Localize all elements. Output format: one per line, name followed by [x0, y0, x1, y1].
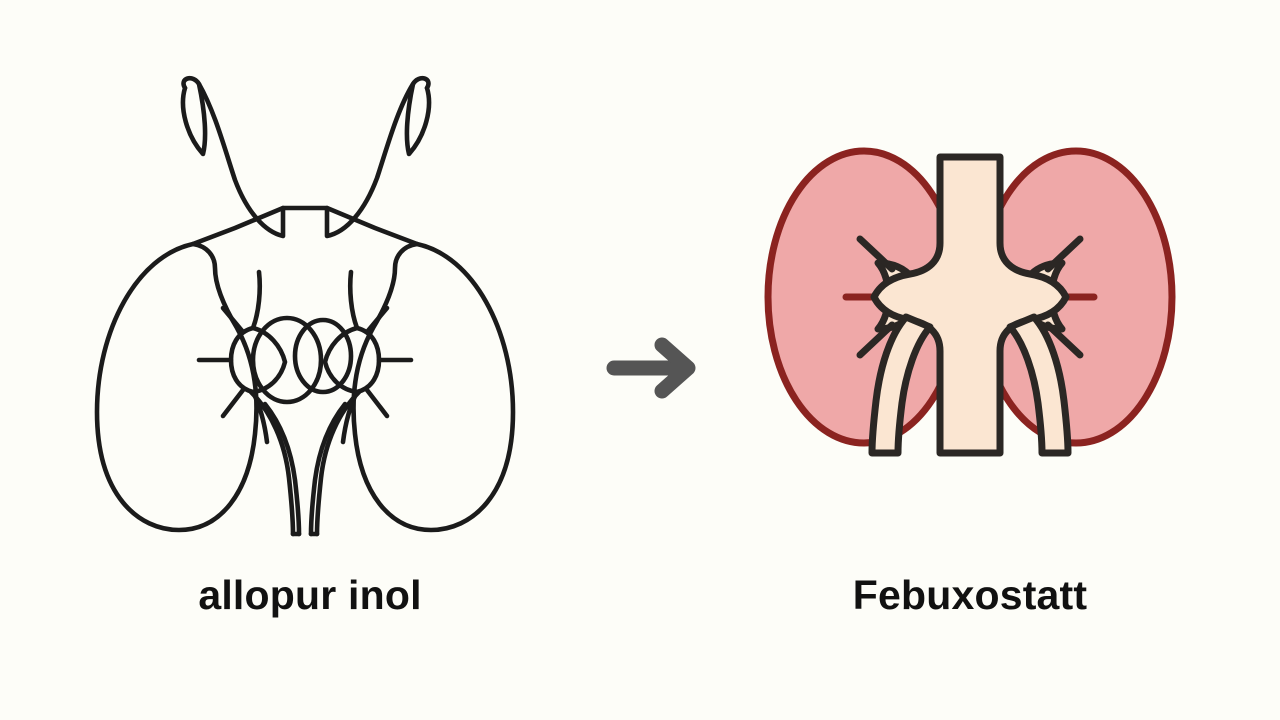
- arrow-head: [654, 337, 696, 399]
- ureter-left-inner: [262, 401, 302, 537]
- hilum-slope-left-lower: [856, 321, 896, 359]
- hilum-slope-right-lower: [1044, 321, 1084, 359]
- panel-febuxostat: Febuxostatt: [700, 0, 1240, 720]
- vena-cava-trunk: [870, 153, 1070, 457]
- transition-arrow: [600, 332, 710, 404]
- hilum-slope-right-upper: [1044, 235, 1084, 273]
- kidney-outline-left: [94, 241, 259, 533]
- ureter-right-outer: [314, 389, 362, 537]
- caption-allopurinol: allopur inol: [198, 572, 422, 618]
- shoulder-left: [190, 205, 286, 247]
- panel-allopurinol: allopur inol: [40, 0, 580, 720]
- kidney-pair-outline-icon: [94, 75, 516, 537]
- kidney-outline-figure: [40, 55, 580, 545]
- ureter-right-inner: [308, 401, 348, 537]
- aorta-ring-left: [250, 315, 324, 405]
- shoulder-right: [324, 205, 420, 247]
- right-arrow-icon: [606, 337, 696, 399]
- hilum-spoke-right-down: [364, 387, 390, 419]
- hilum-stem-right-top: [347, 269, 360, 331]
- adrenal-hook-right: [404, 81, 432, 157]
- ureter-left-outer: [248, 389, 296, 537]
- kidney-pair-filled-icon: [764, 147, 1176, 457]
- hilum-spoke-left-up: [220, 305, 246, 335]
- kidney-outline-right: [351, 241, 516, 533]
- hilum-slope-left-upper: [856, 235, 896, 273]
- ureter-left: [868, 313, 934, 457]
- aorta-ring-right: [292, 317, 354, 395]
- caption-febuxostat: Febuxostatt: [852, 572, 1088, 618]
- hilum-stem-left-top: [250, 269, 263, 331]
- ureter-right: [1006, 313, 1072, 457]
- hilum-spoke-right-up: [364, 305, 390, 335]
- kidney-filled-figure: [700, 55, 1240, 545]
- adrenal-hook-left: [180, 81, 208, 157]
- hilum-spoke-left-down: [220, 387, 246, 419]
- adrenal-arc: [181, 75, 431, 239]
